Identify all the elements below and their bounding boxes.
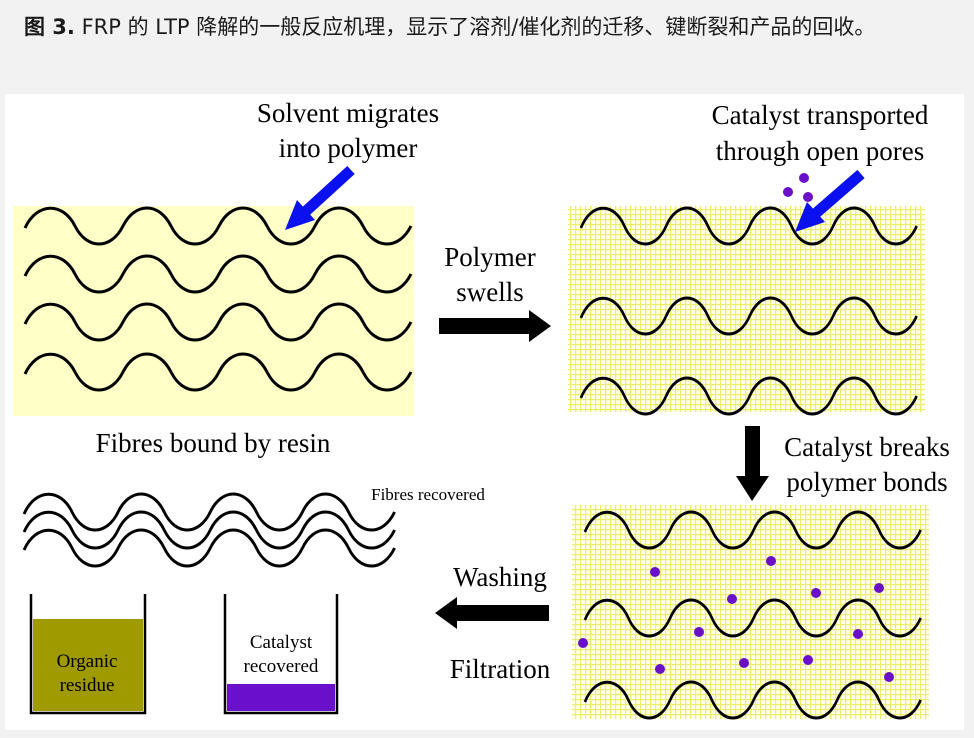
fibre-line	[22, 510, 397, 550]
catalyst-particle	[874, 583, 884, 593]
catalyst-particle	[811, 588, 821, 598]
recovered-fibres	[22, 492, 397, 568]
catalyst-particle	[655, 664, 665, 674]
organic-residue-beaker: Organic residue	[29, 594, 147, 715]
solvent-label-line2: into polymer	[279, 133, 418, 163]
breaks-label-line1: Catalyst breaks	[784, 432, 950, 462]
catalyst-particles-dispersed	[578, 556, 894, 682]
catalyst-particle	[578, 638, 588, 648]
figure-panel: Solvent migrates into polymer Polymer sw…	[5, 94, 964, 730]
catalyst-label-line1: Catalyst transported	[712, 100, 929, 130]
figure-caption-label: 图 3.	[24, 15, 75, 39]
catalyst-recovered-line1: Catalyst	[250, 632, 313, 653]
organic-label-line1: Organic	[57, 651, 118, 672]
filtration-label: Filtration	[450, 654, 551, 684]
catalyst-particles-entering	[783, 173, 813, 202]
washing-label: Washing	[453, 562, 547, 592]
catalyst-arrow	[795, 169, 865, 232]
fibres-bound-label: Fibres bound by resin	[96, 428, 331, 458]
catalyst-particle	[799, 173, 809, 183]
catalyst-recovered-beaker: Catalyst recovered	[223, 594, 339, 715]
organic-label-line2: residue	[60, 675, 115, 696]
catalyst-particle	[766, 556, 776, 566]
swell-arrow	[439, 310, 551, 342]
solvent-arrow	[285, 165, 355, 230]
degraded-polymer-panel	[572, 505, 929, 719]
catalyst-particle	[783, 187, 793, 197]
catalyst-particle	[853, 629, 863, 639]
figure-caption: 图 3. FRP 的 LTP 降解的一般反应机理，显示了溶剂/催化剂的迁移、键断…	[24, 8, 954, 46]
fibre-line	[22, 528, 397, 568]
catalyst-particle	[739, 658, 749, 668]
catalyst-particle	[650, 567, 660, 577]
catalyst-particle	[727, 594, 737, 604]
breaks-label-line2: polymer bonds	[786, 467, 947, 497]
washing-arrow	[435, 597, 549, 629]
catalyst-particle	[803, 192, 813, 202]
fibres-recovered-label: Fibres recovered	[371, 485, 485, 504]
catalyst-particle	[803, 655, 813, 665]
figure-caption-text: FRP 的 LTP 降解的一般反应机理，显示了溶剂/催化剂的迁移、键断裂和产品的…	[81, 15, 876, 39]
catalyst-particle	[694, 627, 704, 637]
ltp-mechanism-diagram: Solvent migrates into polymer Polymer sw…	[13, 98, 950, 720]
swells-label-line2: swells	[456, 277, 524, 307]
catalyst-label-line2: through open pores	[716, 136, 924, 166]
break-arrow	[736, 426, 769, 501]
swells-label-line1: Polymer	[444, 242, 536, 272]
catalyst-recovered-line2: recovered	[244, 656, 319, 677]
solvent-label-line1: Solvent migrates	[257, 98, 439, 128]
swollen-polymer-panel	[568, 206, 925, 412]
catalyst-particle	[884, 672, 894, 682]
fibre-line	[22, 492, 397, 532]
